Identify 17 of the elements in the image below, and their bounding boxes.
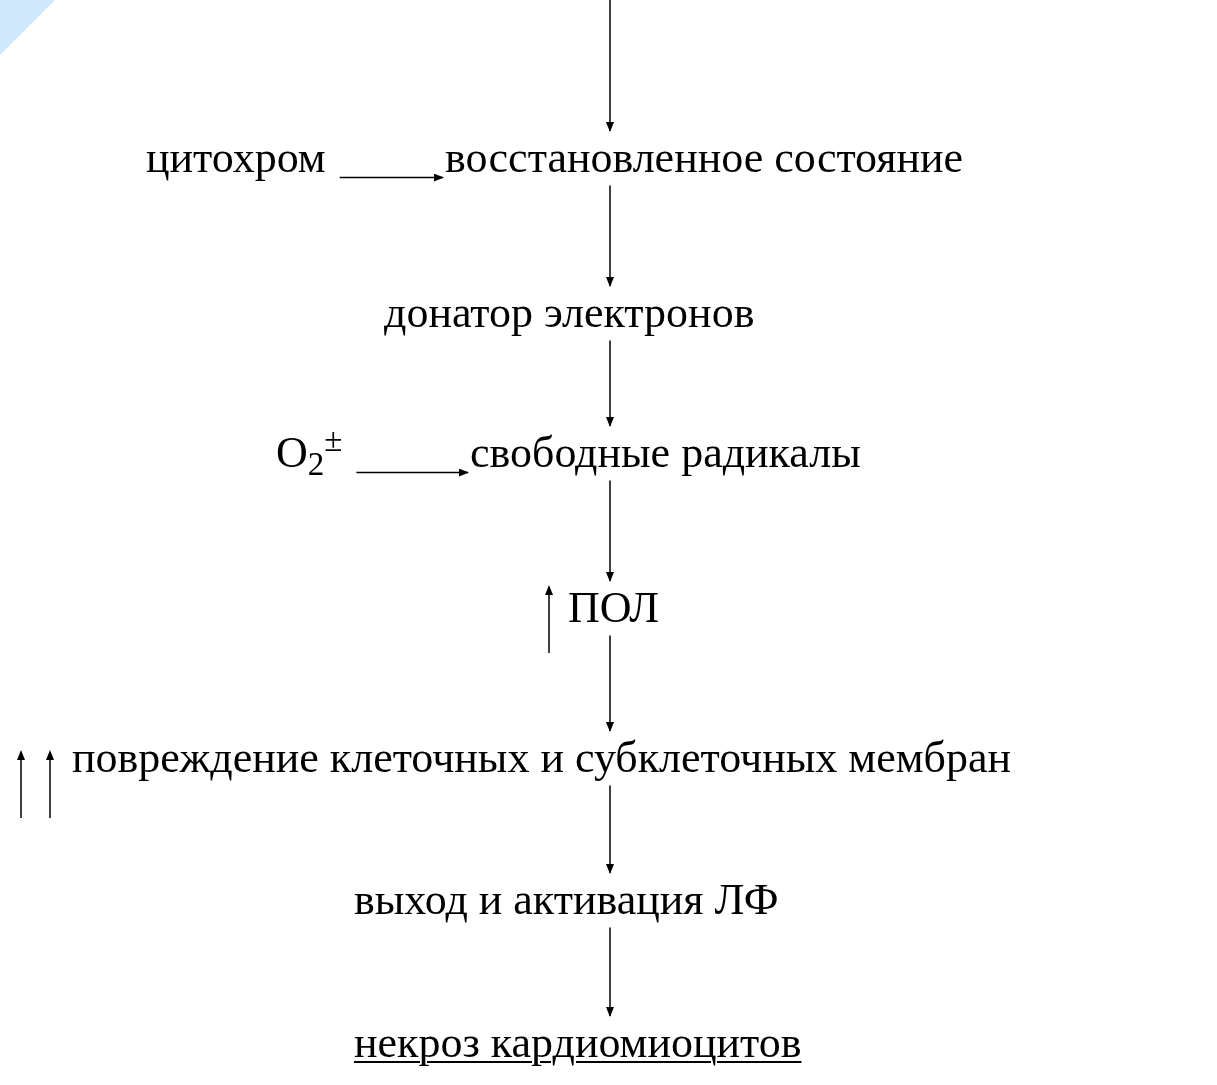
step-text: свободные радикалы — [470, 428, 861, 479]
arrow — [606, 926, 614, 1017]
step-text: цитохром — [146, 133, 326, 184]
arrow — [338, 173, 444, 182]
arrow — [606, 479, 614, 582]
step-text: некроз кардиомиоцитов — [354, 1018, 802, 1069]
arrow — [606, 0, 614, 132]
arrow — [606, 784, 614, 874]
arrow — [355, 468, 469, 477]
arrow — [606, 184, 614, 287]
step-text: повреждение клеточных и субклеточных мембран — [72, 733, 1011, 784]
step-text: выход и активация ЛФ — [354, 875, 779, 926]
step-text: ПОЛ — [568, 583, 660, 634]
step-text: восстановленное состояние — [445, 133, 964, 184]
step-text: донатор электронов — [384, 288, 755, 339]
arrow — [606, 339, 614, 427]
arrow — [606, 634, 614, 732]
